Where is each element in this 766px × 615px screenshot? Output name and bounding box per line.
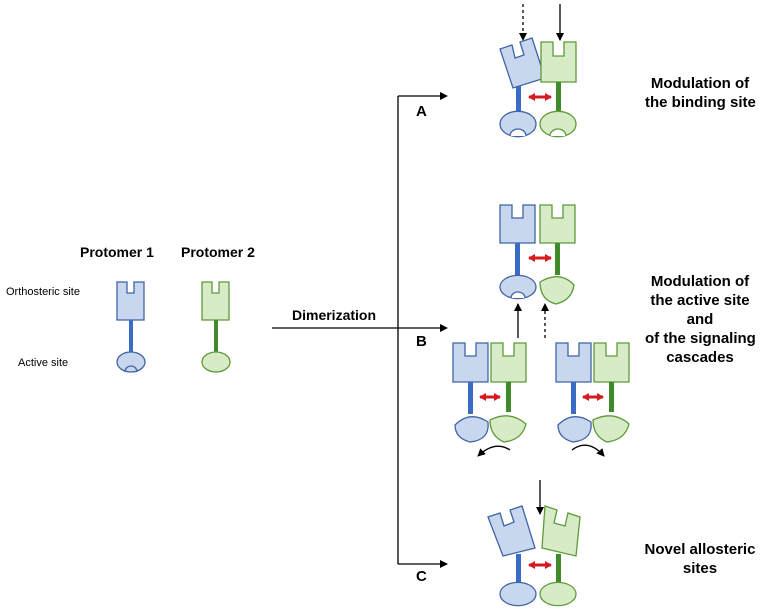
branch-b-caption: Modulation of the active site and of the…	[645, 273, 756, 366]
protomer1-figure	[116, 281, 146, 373]
protomer2-orthosteric-site	[201, 281, 230, 321]
branch-a-letter: A	[416, 103, 427, 120]
protomer2-stalk	[214, 320, 218, 352]
panel-a-green-binding-site	[540, 41, 577, 83]
panel-b-left-dimer	[452, 342, 527, 457]
protomer1-label: Protomer 1	[80, 244, 154, 260]
panel-a-blue-binding-site	[499, 37, 546, 89]
panel-b-top-dimer	[499, 204, 576, 338]
protomer1-orthosteric-site	[116, 281, 145, 321]
branch-c-letter: C	[416, 568, 427, 585]
panel-b-right-dimer	[555, 342, 630, 457]
branch-a-caption: Modulation of the binding site	[645, 75, 756, 111]
panel-c-blue-binding-site	[487, 505, 536, 557]
panel-c-green-binding-site	[541, 505, 581, 557]
active-site-label: Active site	[18, 357, 69, 369]
protomer1-active-site	[116, 351, 146, 373]
orthosteric-site-label: Orthosteric site	[6, 286, 80, 298]
panel-c-dimer	[487, 480, 581, 607]
dimerization-label: Dimerization	[292, 307, 377, 323]
protomer2-figure	[201, 281, 231, 373]
branch-c-caption: Novel allosteric sites	[644, 541, 756, 577]
protomer1-stalk	[129, 320, 133, 352]
protomer2-label: Protomer 2	[181, 244, 255, 260]
panel-a-dimer	[499, 4, 577, 138]
protomer2-active-site	[201, 351, 231, 373]
branch-b-letter: B	[416, 333, 427, 350]
